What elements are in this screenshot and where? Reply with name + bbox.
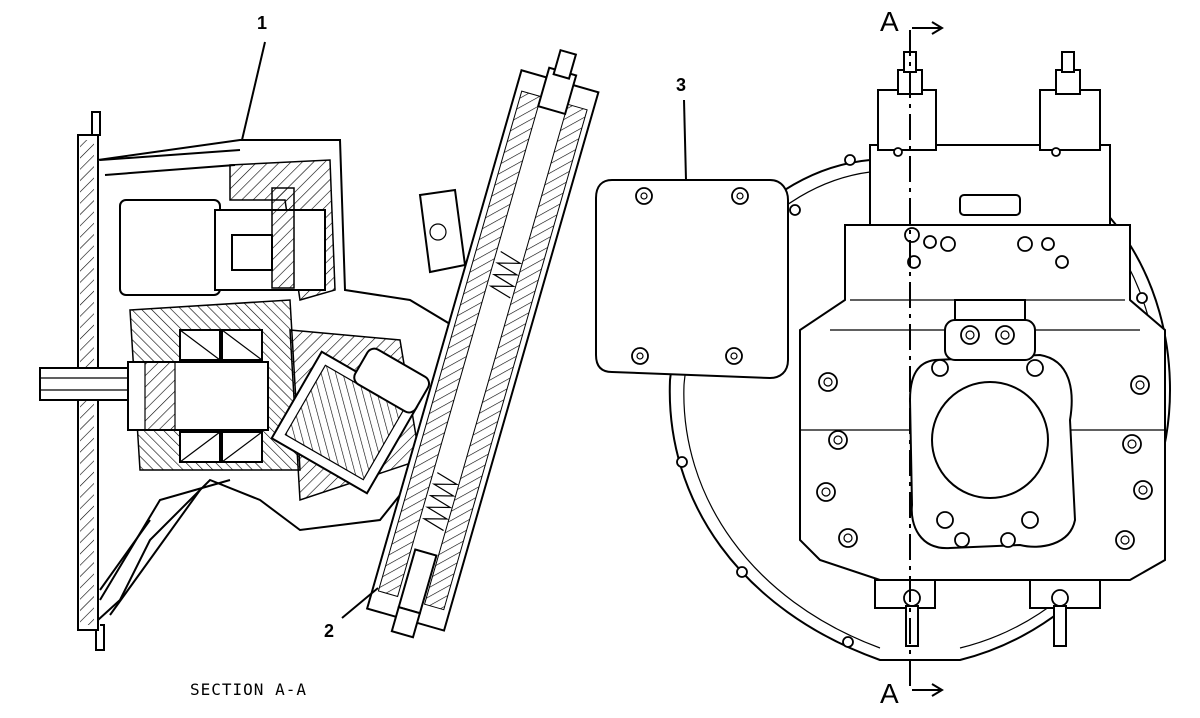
charge-pump bbox=[119, 199, 221, 296]
cover-bolts bbox=[631, 187, 749, 365]
cylinder-block bbox=[270, 347, 431, 495]
drive-shaft bbox=[39, 367, 131, 401]
pressure-port bbox=[931, 381, 1049, 499]
callout-1: 1 bbox=[257, 13, 268, 33]
section-marker-bottom: A bbox=[880, 678, 899, 709]
leader-line-1 bbox=[241, 41, 266, 141]
section-arrow-top bbox=[912, 21, 944, 35]
section-arrow-bottom bbox=[912, 683, 944, 697]
callout-3: 3 bbox=[676, 75, 687, 95]
section-view bbox=[39, 48, 600, 651]
section-marker-top: A bbox=[880, 6, 899, 37]
bearings bbox=[179, 329, 263, 463]
leader-line-2 bbox=[341, 587, 379, 619]
front-view bbox=[595, 21, 1172, 697]
body-bolts bbox=[816, 147, 1153, 550]
section-caption: SECTION A-A bbox=[190, 680, 307, 699]
leader-line-3 bbox=[683, 99, 687, 181]
control-valve bbox=[365, 48, 600, 639]
side-cover bbox=[595, 179, 789, 380]
callout-2: 2 bbox=[324, 621, 335, 641]
